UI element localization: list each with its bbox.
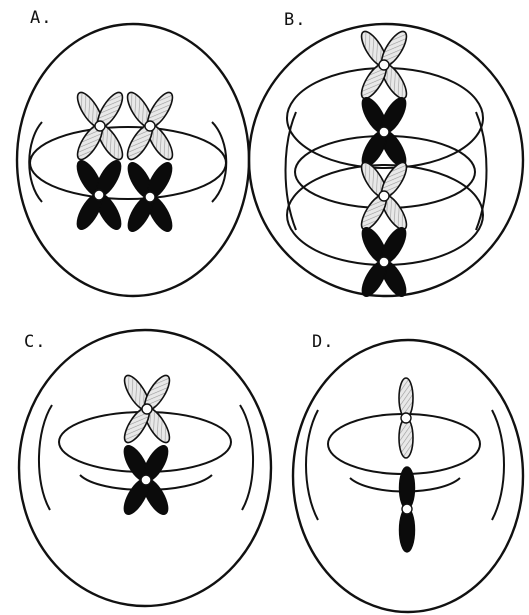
spindle-a (30, 127, 226, 199)
chromosome-light-b2 (357, 159, 411, 233)
chromosome-light-d (399, 378, 413, 458)
chromosome-light-c (120, 372, 174, 446)
spindle-pole-right-a (212, 122, 226, 202)
spindle-pole-left-c (39, 405, 52, 510)
chromosome-dark-b1 (358, 94, 411, 170)
panel-c (19, 330, 271, 606)
chromosome-light-a2 (123, 89, 177, 163)
chromosome-light-a1 (73, 89, 127, 163)
panel-a (17, 24, 249, 296)
chromosome-dark-c (120, 442, 173, 518)
chromosome-dark-b2 (358, 224, 411, 300)
spindle-pole-right-d (492, 410, 504, 520)
panel-label-d: D. (312, 332, 334, 352)
panel-label-a: A. (30, 8, 52, 28)
chromosome-dark-d (400, 467, 415, 552)
chromosome-dark-a2 (124, 159, 177, 235)
spindle-pole-left-d (306, 410, 318, 520)
panel-b (249, 24, 523, 300)
panel-d (293, 340, 523, 612)
spindle-pole-right-c (240, 405, 253, 510)
spindle-pole-right-b (476, 112, 487, 230)
spindle-pole-left-a (29, 122, 42, 202)
chromosome-light-b1 (357, 28, 411, 102)
panel-label-b: B. (284, 10, 306, 30)
panel-label-c: C. (24, 332, 46, 352)
